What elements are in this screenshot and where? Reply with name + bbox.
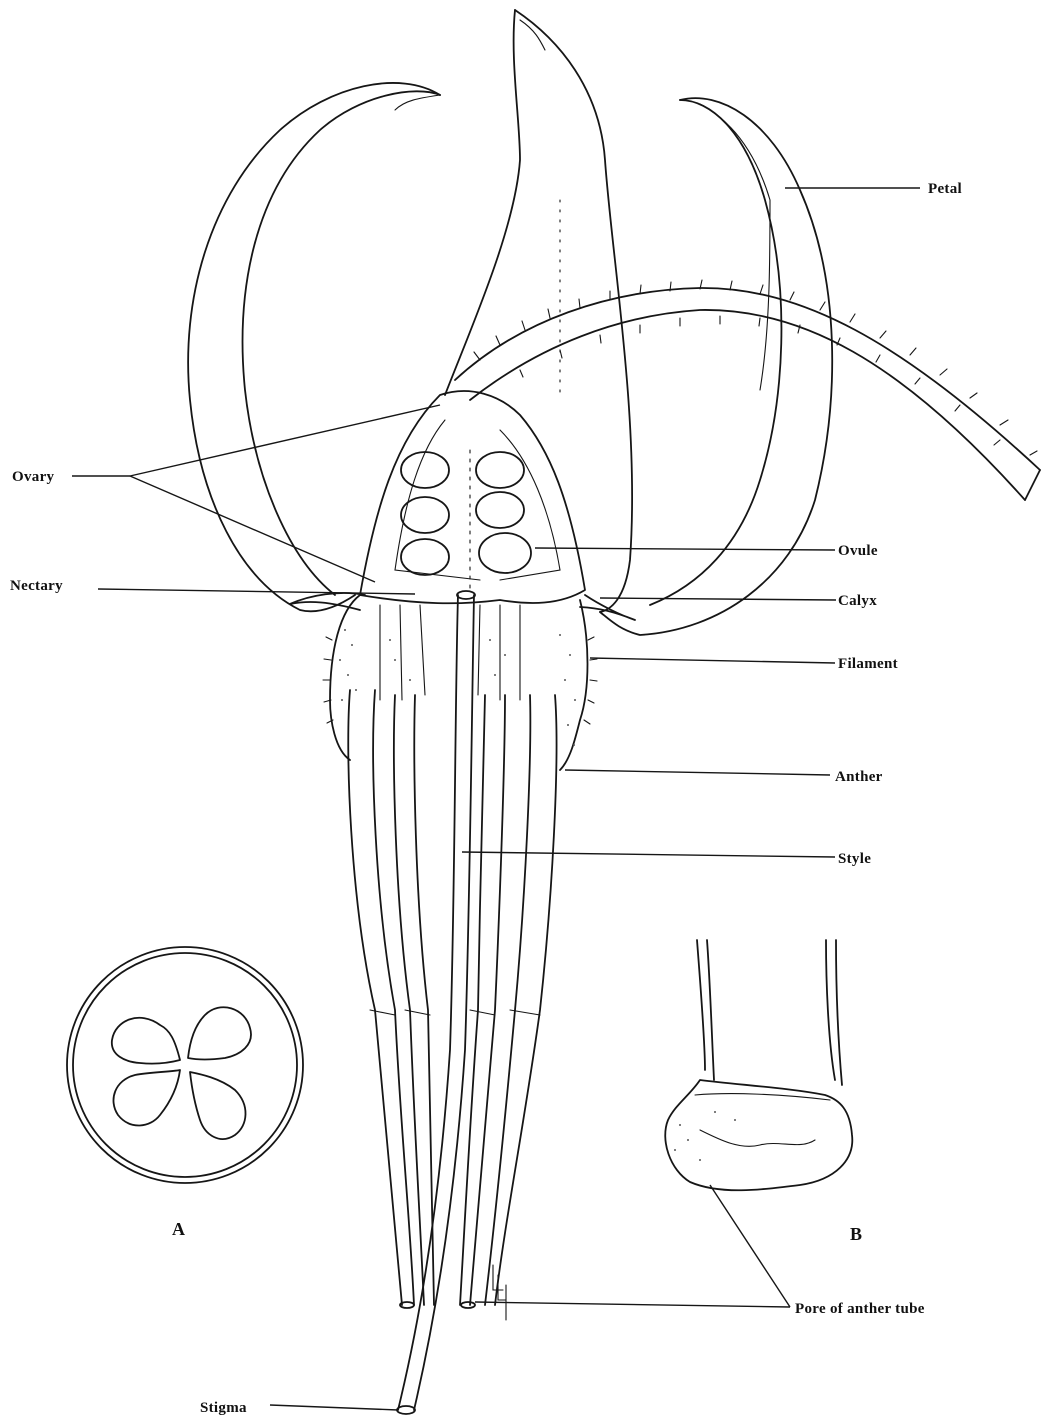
label-calyx: Calyx — [838, 593, 877, 609]
label-style: Style — [838, 851, 871, 867]
ovary — [360, 391, 585, 603]
leader-lines — [72, 188, 920, 1410]
label-nectary: Nectary — [10, 578, 63, 594]
anther-tube — [348, 690, 556, 1308]
figure-b-anther-pore — [665, 940, 852, 1190]
label-anther: Anther — [835, 769, 883, 785]
label-pore: Pore of anther tube — [795, 1301, 925, 1317]
label-ovary: Ovary — [12, 469, 55, 485]
pedicel — [455, 280, 1040, 500]
label-ovule: Ovule — [838, 543, 878, 559]
figure-a-cross-section — [67, 947, 303, 1183]
figure-b-label: B — [850, 1224, 862, 1244]
ovule-group — [401, 452, 531, 575]
label-petal: Petal — [928, 181, 962, 197]
figure-a-label: A — [172, 1219, 185, 1239]
label-filament: Filament — [838, 656, 898, 672]
petal-left — [188, 83, 440, 611]
label-stigma: Stigma — [200, 1400, 247, 1416]
petal-right — [600, 98, 832, 635]
petal-center — [445, 10, 632, 612]
